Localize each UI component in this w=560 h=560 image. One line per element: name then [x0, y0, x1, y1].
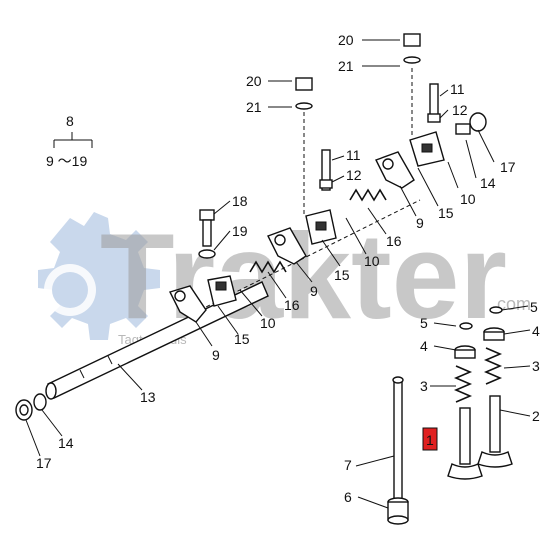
callout-21-a: 21 [338, 58, 354, 74]
callout-16-a: 16 [386, 233, 402, 249]
valve-2 [477, 395, 513, 468]
callout-13: 13 [140, 389, 156, 405]
bolt-18 [198, 209, 216, 259]
callout-12-b: 12 [346, 167, 362, 183]
callout-15-c: 15 [234, 331, 250, 347]
watermark-brand: Trakter [100, 208, 507, 344]
callout-4-b: 4 [532, 323, 540, 339]
callout-15-a: 15 [438, 205, 454, 221]
valve-1 [447, 407, 483, 480]
callout-9-c: 9 [212, 347, 220, 363]
callout-labels: 20 21 20 21 11 12 17 14 10 15 9 11 12 16… [36, 32, 540, 505]
callout-19: 19 [232, 223, 248, 239]
callout-10-a: 10 [460, 191, 476, 207]
callout-15-b: 15 [334, 267, 350, 283]
shaft-centerline [199, 199, 421, 311]
callout-20-a: 20 [338, 32, 354, 48]
tappet-6 [387, 497, 409, 525]
callout-10-c: 10 [260, 315, 276, 331]
callout-17-b: 17 [36, 455, 52, 471]
watermark: Trakter .com Tagtalenidis [38, 208, 531, 347]
callout-5-b: 5 [530, 299, 538, 315]
rocker-arm-1 [169, 275, 237, 323]
callout-6: 6 [344, 489, 352, 505]
callout-5-a: 5 [420, 315, 428, 331]
callout-17-a: 17 [500, 159, 516, 175]
valve-spring-1 [453, 365, 473, 403]
callout-12-a: 12 [452, 102, 468, 118]
callout-9-a: 9 [416, 215, 424, 231]
retainer-4 [454, 327, 505, 359]
callout-16-b: 16 [284, 297, 300, 313]
group-label-top: 8 [66, 113, 74, 129]
callout-10-b: 10 [364, 253, 380, 269]
rocker-arm-3 [375, 83, 487, 189]
callout-1: 1 [426, 432, 434, 448]
callout-21-b: 21 [246, 99, 262, 115]
cotter-5 [459, 306, 503, 330]
callout-4-a: 4 [420, 338, 428, 354]
callout-11-a: 11 [450, 81, 465, 97]
leader-lines [25, 39, 531, 509]
nut-20-a [295, 77, 313, 110]
callout-14-b: 14 [58, 435, 74, 451]
group-label-range: 9 〜19 [46, 153, 87, 169]
callout-11-b: 11 [346, 147, 361, 163]
callout-20-b: 20 [246, 73, 262, 89]
group-label: 8 9 〜19 [46, 113, 93, 169]
callout-3-b: 3 [532, 358, 540, 374]
callout-14-a: 14 [480, 175, 496, 191]
callout-3-a: 3 [420, 378, 428, 394]
callout-9-b: 9 [310, 283, 318, 299]
highlight-part-1 [422, 427, 438, 451]
callout-7: 7 [344, 457, 352, 473]
spring-16-middle [349, 188, 387, 202]
spring-16-lower [249, 260, 287, 274]
nut-20-b [403, 33, 421, 64]
callout-18: 18 [232, 193, 248, 209]
push-rod-7 [392, 376, 404, 501]
shaft-plug [15, 393, 47, 421]
callout-2: 2 [532, 408, 540, 424]
rocker-arm-2 [267, 149, 337, 265]
gear-icon [38, 212, 160, 340]
valve-spring-2 [483, 347, 503, 385]
rocker-shaft [45, 281, 269, 400]
